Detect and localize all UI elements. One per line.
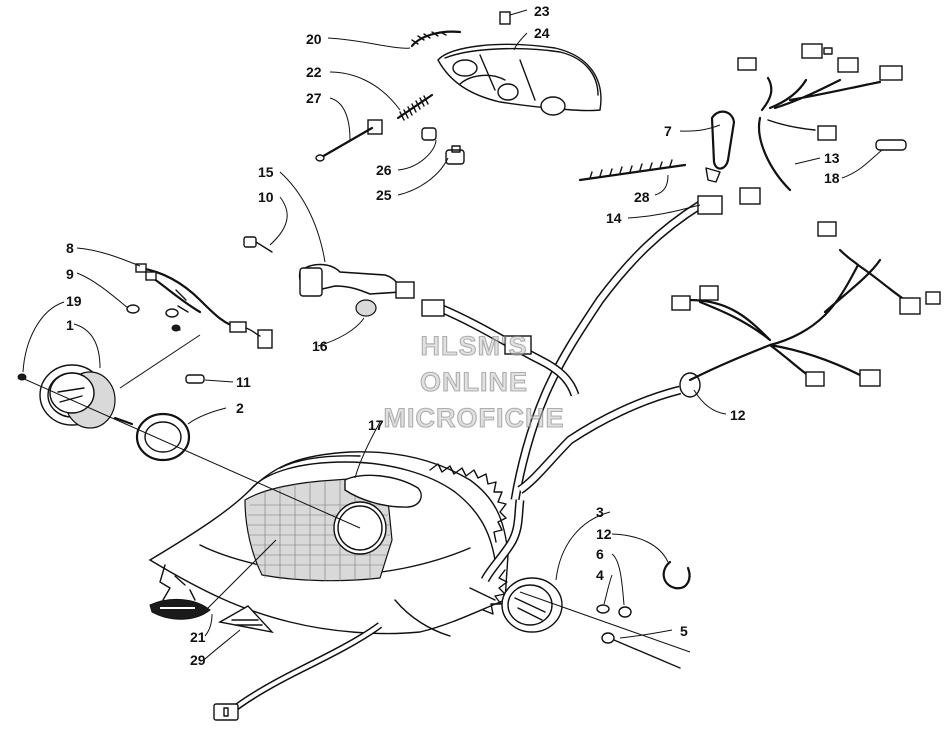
callout-labels: 20 23 24 22 27 26 25 7 13 18 28 14 15 10… (66, 3, 840, 668)
callout-14: 14 (606, 210, 622, 226)
callout-25: 25 (376, 187, 392, 203)
callout-20: 20 (306, 31, 322, 47)
callout-17: 17 (368, 417, 384, 433)
spring-22 (396, 93, 434, 121)
callout-18: 18 (824, 170, 840, 186)
watermark-line-1: HLSM'S (421, 331, 528, 361)
gauge-bezel-ring (135, 412, 191, 462)
main-harness-14 (421, 195, 723, 583)
clamp-7 (705, 110, 736, 183)
callout-21: 21 (190, 629, 206, 645)
socket-25 (445, 145, 465, 165)
callout-9: 9 (66, 266, 74, 282)
callout-6: 6 (596, 546, 604, 562)
socket-26 (421, 127, 437, 141)
callout-3: 3 (596, 504, 604, 520)
callout-10: 10 (258, 189, 274, 205)
callout-16: 16 (312, 338, 328, 354)
taillight-assembly (437, 43, 602, 116)
callout-28: 28 (634, 189, 650, 205)
headlight-3 (501, 577, 563, 633)
gauge-harness (126, 263, 273, 349)
lower-harness (213, 622, 383, 721)
callout-29: 29 (190, 652, 206, 668)
leader-lines (21, 9, 883, 660)
callout-26: 26 (376, 162, 392, 178)
callout-7: 7 (664, 123, 672, 139)
callout-15: 15 (258, 164, 274, 180)
callout-11: 11 (236, 374, 251, 390)
decal-warning-triangle (218, 605, 274, 634)
watermark: HLSM'S ONLINE MICROFICHE (383, 330, 565, 433)
callout-24: 24 (534, 25, 550, 41)
retainer-ring-12 (662, 560, 691, 590)
bracket-15 (298, 263, 415, 299)
callout-4: 4 (596, 567, 604, 583)
harness-12-right (671, 221, 941, 398)
callout-13: 13 (824, 150, 840, 166)
callout-12-lower: 12 (596, 526, 612, 542)
hood-console (148, 451, 509, 637)
callout-22: 22 (306, 64, 322, 80)
screw-10 (243, 236, 273, 253)
clip-23 (499, 11, 511, 25)
callout-12-right: 12 (730, 407, 746, 423)
callout-19: 19 (66, 293, 82, 309)
bracket-27 (315, 119, 383, 162)
nut-6 (618, 606, 632, 618)
callout-1: 1 (66, 317, 74, 333)
bulb-5 (601, 632, 681, 669)
speedometer-gauge (39, 364, 134, 429)
washer-4 (596, 604, 610, 614)
callout-5: 5 (680, 623, 688, 639)
bulb-18 (875, 139, 907, 151)
grommet-16 (355, 299, 377, 317)
watermark-line-2: ONLINE (420, 367, 528, 397)
harness-13 (737, 43, 903, 205)
bulb-11 (185, 374, 205, 384)
callout-2: 2 (236, 400, 244, 416)
watermark-line-3: MICROFICHE (384, 403, 565, 433)
decal-flame (149, 598, 211, 620)
callout-23: 23 (534, 3, 550, 19)
spring-28 (578, 159, 687, 182)
callout-27: 27 (306, 90, 322, 106)
gasket-20 (410, 30, 462, 48)
callout-8: 8 (66, 240, 74, 256)
